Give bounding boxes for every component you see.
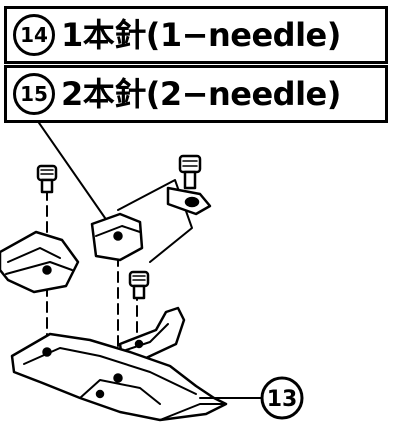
leader-line-15 [36, 119, 113, 229]
right-bracket-part [118, 306, 186, 360]
label-1-needle: 1本針(1−needle) [61, 16, 341, 54]
callout-number-13: 13 [267, 387, 298, 412]
label-box-2-needle: 15 2本針(2−needle) [4, 65, 388, 123]
screw-middle [128, 270, 150, 300]
screw-left [36, 164, 58, 194]
screw-right [178, 154, 202, 190]
part-number-15: 15 [13, 73, 55, 115]
left-guide-part [0, 230, 80, 294]
callout-circle-13 [260, 376, 304, 420]
label-box-1-needle: 14 1本針(1−needle) [4, 6, 388, 64]
label-2-needle: 2本針(2−needle) [61, 75, 341, 113]
part-number-14: 14 [13, 14, 55, 56]
